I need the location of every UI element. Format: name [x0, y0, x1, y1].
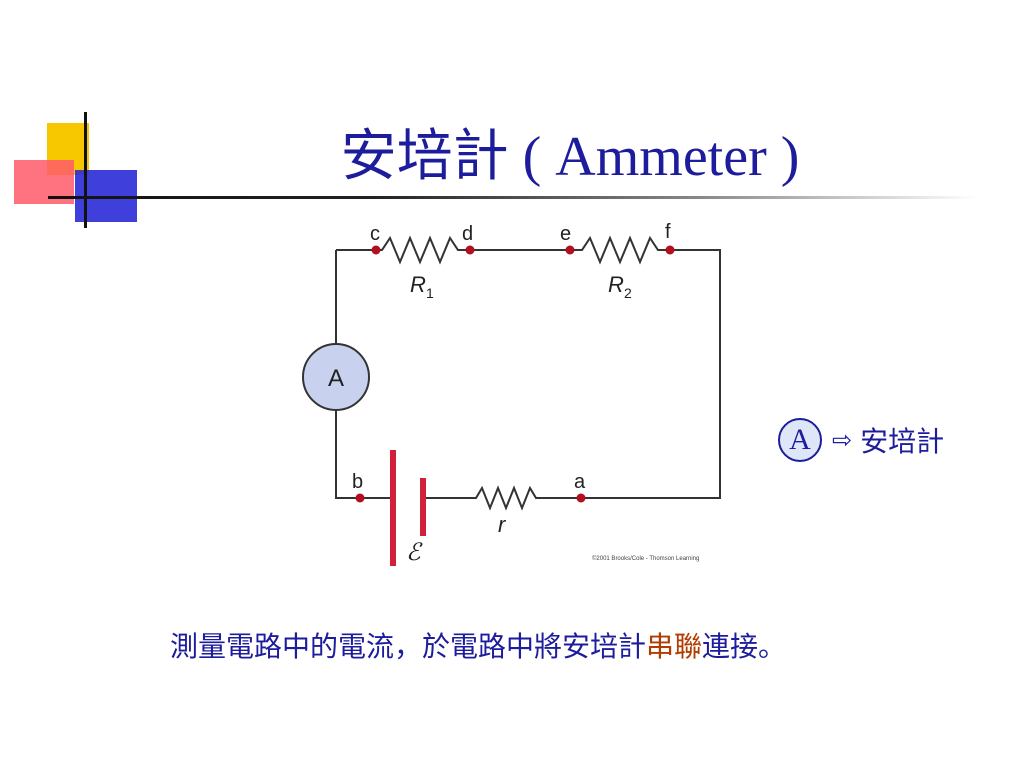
resistor-r1-subscript: 1	[426, 285, 434, 301]
battery-long-plate	[390, 450, 396, 566]
ammeter-legend: A ⇨ 安培計	[778, 417, 944, 463]
internal-resistor-label: r	[498, 512, 507, 537]
caption-text-2: 連接。	[702, 630, 787, 663]
resistor-r2-label: R	[608, 272, 624, 297]
wire-left-lower	[335, 410, 392, 499]
battery-short-plate	[420, 478, 426, 536]
node-label-f: f	[665, 221, 671, 243]
ammeter-letter: A	[328, 365, 344, 392]
deco-vertical-line	[84, 112, 87, 228]
legend-ammeter-symbol: A	[778, 418, 822, 462]
resistor-internal	[468, 485, 582, 511]
resistor-r1	[362, 235, 472, 265]
title-divider	[48, 196, 978, 199]
slide-title: 安培計 ( Ammeter )	[340, 126, 800, 188]
resistor-r2-subscript: 2	[624, 285, 632, 301]
node-b	[355, 493, 365, 503]
emf-label: ℰ	[406, 540, 423, 566]
title-decoration	[14, 112, 137, 228]
node-d	[465, 245, 475, 255]
ammeter-symbol	[302, 343, 370, 411]
resistor-r2	[568, 235, 670, 265]
node-c	[371, 245, 381, 255]
node-e	[565, 245, 575, 255]
node-label-e: e	[560, 223, 571, 245]
node-a	[576, 493, 586, 503]
node-label-a: a	[574, 471, 586, 493]
legend-label: 安培計	[860, 425, 945, 458]
right-arrow-icon: ⇨	[832, 426, 853, 454]
caption: 測量電路中的電流，於電路中將安培計串聯連接。	[170, 622, 930, 672]
caption-highlight: 串聯	[646, 630, 703, 663]
caption-text-1: 測量電路中的電流，於電路中將安培計	[170, 630, 647, 663]
resistor-r1-label: R	[410, 272, 426, 297]
copyright-credit: ©2001 Brooks/Cole - Thomson Learning	[592, 555, 699, 562]
node-label-d: d	[462, 223, 473, 245]
circuit-diagram: A c d e f b a R 1 R 2 r ℰ ©2001 Brooks/C…	[302, 221, 721, 566]
node-label-c: c	[370, 223, 380, 245]
node-label-b: b	[352, 471, 363, 493]
wire-f-corner	[582, 249, 721, 499]
node-f	[665, 245, 675, 255]
